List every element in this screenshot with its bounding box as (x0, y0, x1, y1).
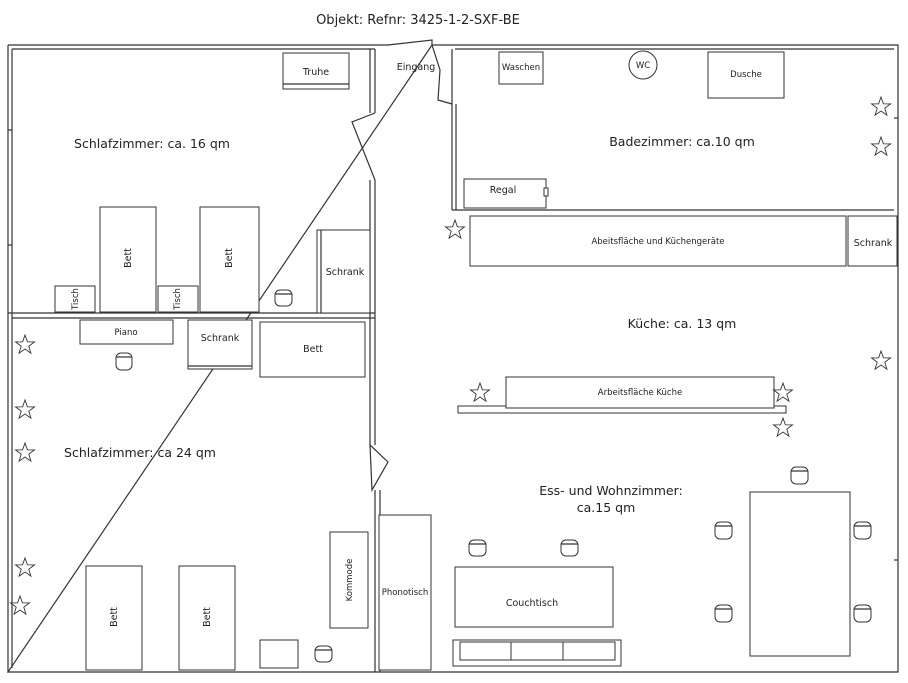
schrank-schlaf24-label: Schrank (201, 333, 240, 344)
plant-icon (772, 416, 794, 438)
room-label-badezimmer: Badezimmer: ca.10 qm (609, 134, 755, 149)
truhe-label: Truhe (302, 67, 329, 78)
schrank-schlaf24: Schrank (187, 319, 253, 370)
schrank-schlaf16-label: Schrank (326, 267, 365, 278)
plant-icon (870, 95, 892, 117)
truhe: Truhe (282, 52, 350, 90)
waschen-label: Waschen (502, 63, 540, 73)
chair-living-1 (468, 539, 487, 557)
couchtisch: Couchtisch (454, 566, 614, 628)
sofa (452, 639, 622, 667)
plant-icon (14, 333, 36, 355)
chair-dining-top (790, 466, 809, 485)
room-label-ess-wohnzimmer: Ess- und Wohnzimmer: (539, 483, 683, 498)
arbeitsflaeche-kueche: Arbeitsfläche Küche (457, 376, 787, 414)
bed-schlaf24-top-label: Bett (303, 344, 323, 355)
kommode: Kommode (329, 531, 369, 629)
bed-schlaf24-left-label: Bett (109, 607, 120, 627)
chair-dining-left-1 (714, 521, 733, 540)
plants (9, 95, 892, 616)
dusche-label: Dusche (730, 70, 762, 80)
phonotisch: Phonotisch (378, 514, 432, 671)
piano: Piano (79, 319, 174, 345)
schrank-kueche-label: Schrank (854, 238, 893, 249)
chair-schlaf24 (314, 645, 333, 663)
chair-schlaf16 (274, 289, 293, 307)
plant-icon (14, 398, 36, 420)
plant-icon (772, 381, 794, 403)
chair-dining-left-2 (714, 604, 733, 623)
chair-living-2 (560, 539, 579, 557)
schrank-kueche: Schrank (847, 215, 898, 267)
plan-title: Objekt: Refnr: 3425-1-2-SXF-BE (316, 13, 520, 28)
wc-label: WC (636, 61, 650, 71)
plant-icon (14, 556, 36, 578)
chair-piano (115, 352, 133, 371)
bed-schlaf24-right: Bett (178, 565, 236, 671)
chair-dining-right-2 (853, 604, 872, 623)
bed-left: Bett (99, 206, 157, 313)
abeitsflaeche-kuechengeraete: Abeitsfläche und Küchengeräte (469, 215, 847, 267)
bed-right: Bett (199, 206, 260, 313)
couchtisch-label: Couchtisch (506, 598, 558, 609)
dusche: Dusche (707, 51, 785, 99)
room-label-schlafzimmer-16: Schlafzimmer: ca. 16 qm (74, 136, 230, 151)
tisch-left-label: Tisch (71, 288, 81, 311)
plant-icon (444, 218, 466, 240)
plant-icon (870, 135, 892, 157)
regal-label: Regal (490, 185, 517, 196)
plant-icon (14, 441, 36, 463)
bed-schlaf24-left: Bett (85, 565, 143, 671)
regal: Regal (463, 178, 549, 209)
eingang-label: Eingang (397, 62, 436, 73)
piano-label: Piano (114, 328, 137, 338)
bed-right-label: Bett (224, 248, 235, 268)
plant-icon (9, 594, 31, 616)
abeitsflaeche-label: Abeitsfläche und Küchengeräte (591, 237, 724, 247)
bed-schlaf24-top: Bett (259, 321, 366, 378)
schrank-schlaf16: Schrank (316, 229, 371, 314)
bed-left-label: Bett (123, 248, 134, 268)
tisch-right: Tisch (157, 285, 199, 313)
wc: WC (628, 50, 658, 80)
room-label-ess-wohnzimmer-area: ca.15 qm (577, 500, 636, 515)
room-label-kueche: Küche: ca. 13 qm (628, 316, 737, 331)
plant-icon (469, 381, 491, 403)
tisch-left: Tisch (54, 285, 96, 313)
chair-dining-right-1 (853, 521, 872, 540)
phonotisch-label: Phonotisch (382, 588, 428, 598)
small-table-schlaf24 (259, 639, 299, 669)
tisch-right-label: Tisch (173, 288, 183, 311)
arbeitsflaeche-kueche-label: Arbeitsfläche Küche (598, 388, 682, 398)
plant-icon (870, 349, 892, 371)
kommode-label: Kommode (345, 559, 355, 602)
waschen: Waschen (498, 51, 544, 85)
dining-table (749, 491, 851, 657)
room-label-schlafzimmer-24: Schlafzimmer: ca 24 qm (64, 445, 216, 460)
bed-schlaf24-right-label: Bett (202, 607, 213, 627)
